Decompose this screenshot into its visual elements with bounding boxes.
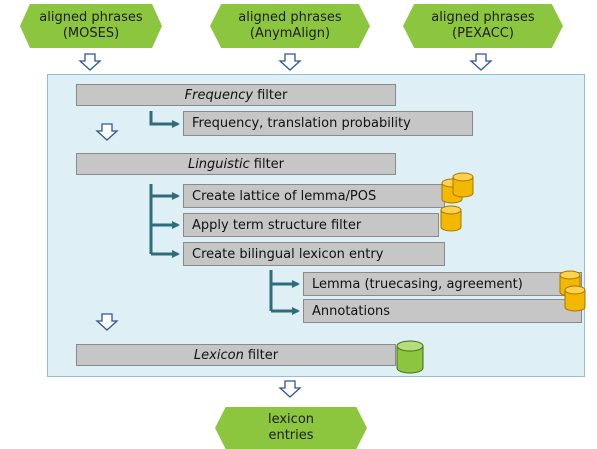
frequency-sub-label: Frequency, translation probability [192, 116, 411, 131]
input-anymalign: aligned phrases (AnymAlign) [210, 4, 370, 48]
input-pexacc-line1: aligned phrases [431, 10, 535, 25]
down-arrow-icon [96, 123, 118, 141]
annotations-part-label: Annotations [312, 303, 391, 319]
input-moses-line2: (MOSES) [62, 26, 120, 41]
frequency-filter-italic: Frequency [184, 87, 254, 103]
annotations-part-box: Annotations [303, 299, 582, 323]
connector-frequency [149, 111, 180, 128]
input-pexacc-line2: (PEXACC) [452, 26, 514, 41]
lexicon-database-icon [396, 340, 424, 374]
database-icon [564, 285, 586, 312]
input-pexacc: aligned phrases (PEXACC) [403, 4, 563, 48]
database-icon [452, 172, 474, 198]
frequency-sub-box: Frequency, translation probability [183, 111, 473, 136]
bilingual-entry-step-label: Create bilingual lexicon entry [192, 246, 384, 262]
linguistic-filter-box: Linguistic filter [76, 153, 396, 175]
database-icon [440, 205, 462, 232]
output-lexicon-entries: lexicon entries [215, 407, 367, 449]
linguistic-filter-rest: filter [253, 156, 285, 172]
lexicon-filter-italic: Lexicon [193, 347, 244, 363]
down-arrow-icon [470, 53, 492, 71]
input-moses-line1: aligned phrases [39, 10, 143, 25]
down-arrow-icon [96, 313, 118, 331]
linguistic-filter-italic: Linguistic [187, 156, 250, 172]
frequency-filter-rest: filter [257, 87, 288, 103]
output-line1: lexicon [267, 412, 315, 427]
lattice-step-label: Create lattice of lemma/POS [192, 188, 377, 204]
lemma-part-label: Lemma (truecasing, agreement) [312, 276, 523, 292]
lexicon-filter-rest: filter [247, 347, 279, 363]
lexicon-filter-box: Lexicon filter [76, 344, 396, 366]
term-structure-step-label: Apply term structure filter [192, 217, 362, 233]
down-arrow-icon [279, 380, 301, 398]
term-structure-step-box: Apply term structure filter [183, 213, 439, 237]
lattice-step-box: Create lattice of lemma/POS [183, 184, 445, 208]
input-moses: aligned phrases (MOSES) [20, 4, 162, 48]
down-arrow-icon [279, 53, 301, 71]
bilingual-entry-step-box: Create bilingual lexicon entry [183, 242, 445, 266]
frequency-filter-box: Frequency filter [76, 84, 396, 106]
lemma-part-box: Lemma (truecasing, agreement) [303, 272, 582, 296]
input-anymalign-line1: aligned phrases [238, 10, 342, 25]
output-line2: entries [268, 428, 314, 443]
down-arrow-icon [79, 53, 101, 71]
input-anymalign-line2: (AnymAlign) [249, 26, 331, 41]
